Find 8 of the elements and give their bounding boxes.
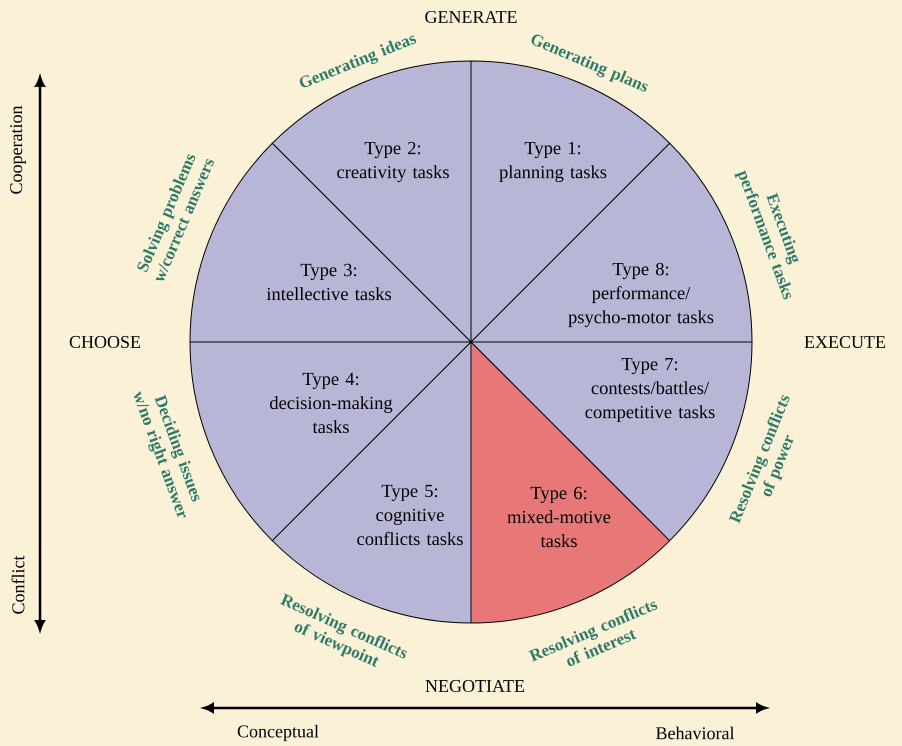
direction-label: CHOOSE xyxy=(70,336,140,348)
axis-label: Cooperation xyxy=(10,106,26,194)
axis-label: Conflict xyxy=(12,556,24,614)
axis-label: Behavioral xyxy=(656,726,734,740)
direction-label: EXECUTE xyxy=(804,336,886,348)
direction-label: GENERATE xyxy=(425,10,517,24)
axis-label: Conceptual xyxy=(238,724,319,742)
direction-label: NEGOTIATE xyxy=(426,680,524,692)
